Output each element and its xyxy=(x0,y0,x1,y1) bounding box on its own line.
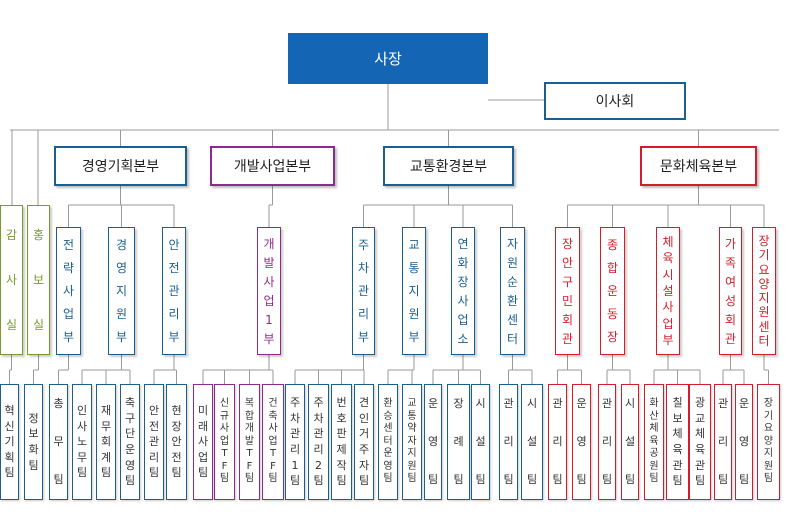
hq-box-0: 경영기획본부 xyxy=(54,146,187,186)
hq-box-2: 교통환경본부 xyxy=(383,146,514,186)
hq-box-3: 문화체육본부 xyxy=(640,146,757,186)
board-box: 이사회 xyxy=(544,82,686,120)
hq-box-1: 개발사업본부 xyxy=(210,146,335,186)
ceo-box: 사장 xyxy=(288,33,488,84)
